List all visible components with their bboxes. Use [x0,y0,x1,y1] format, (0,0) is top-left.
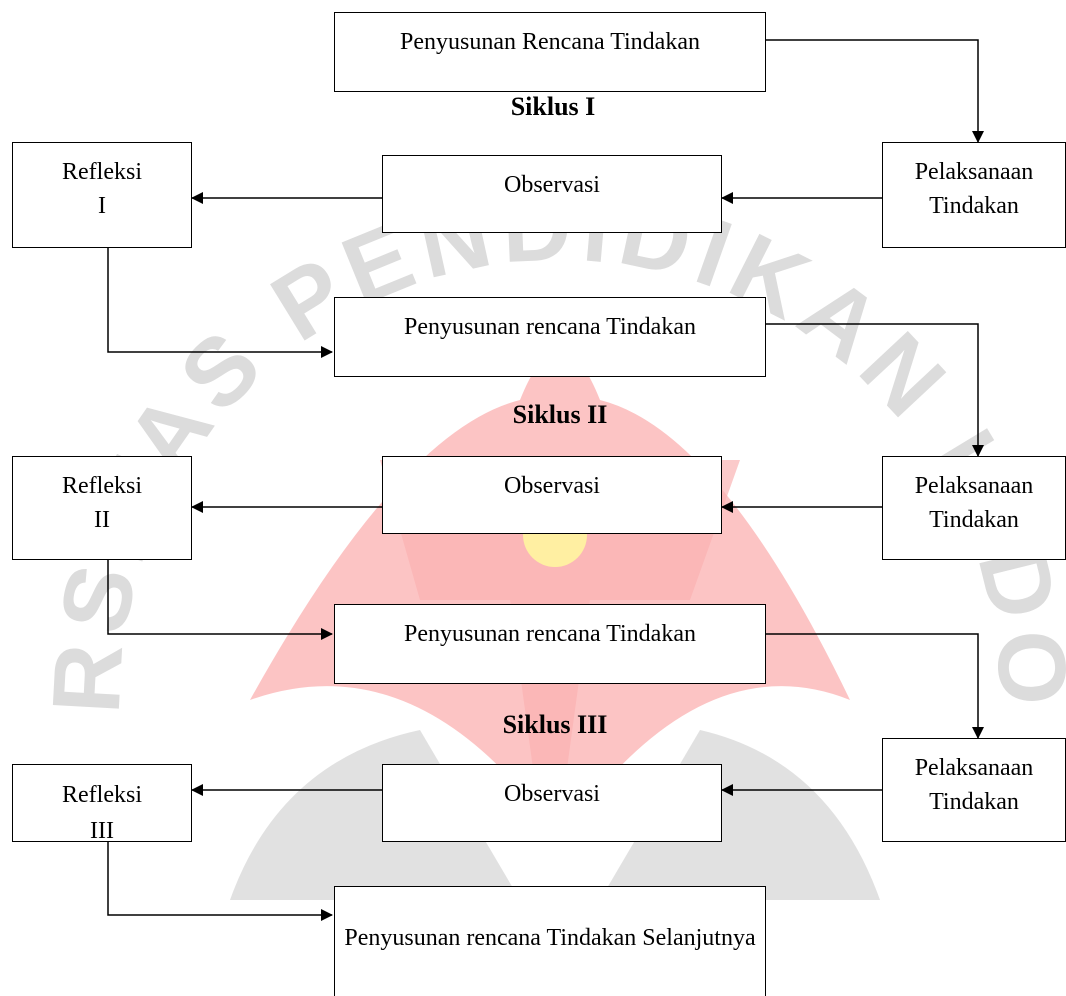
execution-box-cycle-2: Pelaksanaan Tindakan [882,456,1066,560]
observation-box-cycle-1: Observasi [382,155,722,233]
observation-label: Observasi [504,172,600,198]
plan-label: Penyusunan rencana Tindakan [404,621,696,647]
reflection-label-line2: II [94,507,110,533]
observation-label: Observasi [504,473,600,499]
reflection-box-cycle-1: Refleksi I [12,142,192,248]
execution-label-line1: Pelaksanaan [914,473,1034,499]
watermark-gray-shape-right [600,730,880,900]
reflection-label-line1: Refleksi [62,159,142,185]
arrow-ref1-to-plan2 [107,248,333,358]
final-plan-box: Penyusunan rencana Tindakan Selanjutnya [334,886,766,996]
watermark-gray-shape [230,730,520,900]
execution-label-line1: Pelaksanaan [914,755,1034,781]
arrow-plan1-to-exec1 [766,39,984,143]
observation-label: Observasi [504,781,600,807]
execution-label-line1: Pelaksanaan [914,159,1034,185]
plan-box-cycle-3: Penyusunan rencana Tindakan [334,604,766,684]
arrow-ref3-to-final [107,842,333,921]
execution-label-line2: Tindakan [929,193,1019,219]
arrow-plan2-to-exec2 [766,323,984,457]
reflection-box-cycle-3: Refleksi III [12,764,192,844]
cycle-title-2: Siklus II [512,400,608,429]
execution-label-line2: Tindakan [929,789,1019,815]
execution-box-cycle-3: Pelaksanaan Tindakan [882,738,1066,842]
plan-box-cycle-1: Penyusunan Rencana Tindakan [334,12,766,92]
arrow-ref2-to-plan3 [107,560,333,640]
reflection-label-line2: III [90,818,114,844]
plan-box-cycle-2: Penyusunan rencana Tindakan [334,297,766,377]
plan-label: Penyusunan rencana Tindakan [404,314,696,340]
arrow-plan3-to-exec3 [766,633,984,739]
observation-box-cycle-2: Observasi [382,456,722,534]
final-plan-label: Penyusunan rencana Tindakan Selanjutnya [344,925,756,951]
reflection-box-cycle-2: Refleksi II [12,456,192,560]
reflection-label-line1: Refleksi [62,473,142,499]
execution-label-line2: Tindakan [929,507,1019,533]
reflection-label-line2: I [98,193,106,219]
cycle-title-1: Siklus I [510,92,596,121]
cycle-title-3: Siklus III [502,710,608,739]
execution-box-cycle-1: Pelaksanaan Tindakan [882,142,1066,248]
plan-label: Penyusunan Rencana Tindakan [400,29,700,55]
observation-box-cycle-3: Observasi [382,764,722,842]
reflection-label-line1: Refleksi [62,782,142,808]
